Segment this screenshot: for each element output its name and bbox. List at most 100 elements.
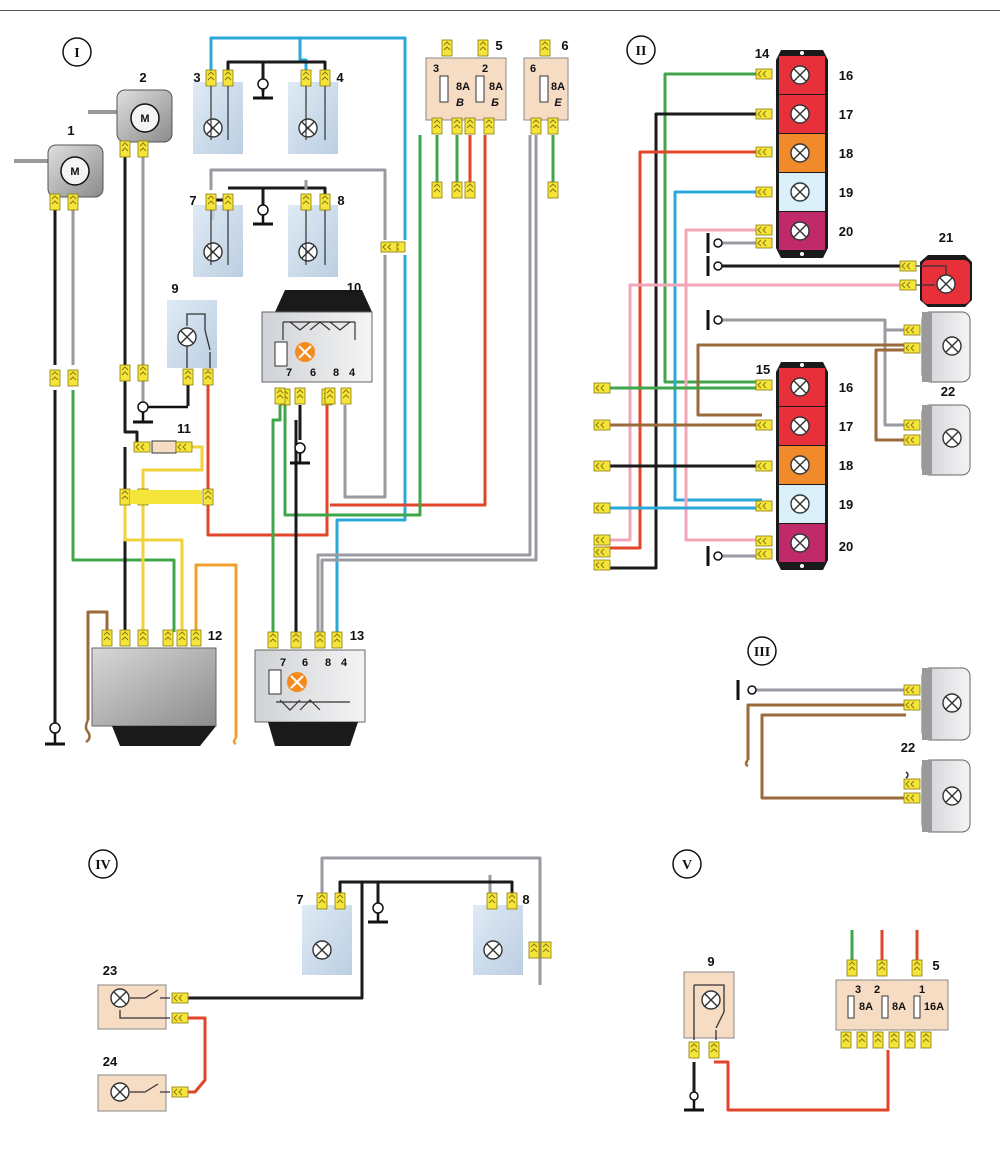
label-9: 9 [171, 281, 178, 296]
lamp-8-iv: 8 [473, 892, 552, 975]
relay-13-pin-6: 6 [302, 657, 308, 669]
ground-top [253, 78, 273, 100]
label-3: 3 [193, 70, 200, 85]
fuse-5-letter-b: Б [491, 97, 499, 109]
relay-13-pin-4: 4 [341, 657, 348, 669]
section-label-5: V [682, 858, 692, 873]
lamp-22-c [903, 667, 971, 741]
lamp-21: 21 [899, 230, 972, 307]
fuse-box-5-v: 3 2 1 8A 8A 16A 5 [835, 958, 949, 1049]
fuse-5-rating-b: 8A [489, 81, 503, 93]
label-6: 6 [561, 38, 568, 53]
section-5: V 9 3 2 1 8A 8A 16A [672, 849, 949, 1112]
label-8-iv: 8 [522, 892, 529, 907]
section-2: II [593, 35, 972, 571]
section-label-2: II [636, 44, 647, 59]
label-19-a: 19 [839, 185, 853, 200]
switch-9-v: 9 [683, 954, 735, 1112]
ground-mid [253, 204, 273, 226]
lamp-7-iv: 7 [296, 892, 352, 975]
lamp-4: 4 [288, 69, 344, 154]
label-17-a: 17 [839, 107, 853, 122]
section-badge-5 [672, 849, 702, 879]
fuse-5-pin-3: 3 [433, 63, 439, 75]
relay-10-pin-6: 6 [310, 367, 316, 379]
label-13: 13 [350, 628, 364, 643]
relay-10-pin-8: 8 [333, 367, 339, 379]
fuse-v-pin-1: 1 [919, 984, 925, 996]
relay-10: 7 6 8 4 10 [261, 280, 373, 465]
switch-9: 9 [133, 281, 217, 424]
top-rule [0, 10, 1000, 11]
motor-1: M 1 [14, 123, 104, 211]
label-16-b: 16 [839, 380, 853, 395]
label-22-b: 22 [901, 740, 915, 755]
fuse-box-6: 6 8A Е 6 [523, 38, 569, 135]
ground-iv [368, 902, 388, 924]
label-21: 21 [939, 230, 953, 245]
label-2: 2 [139, 70, 146, 85]
label-7: 7 [189, 193, 196, 208]
section-3: III 22 [736, 636, 971, 833]
fuse-5-pin-2: 2 [482, 63, 488, 75]
fuse-box-5: 3 2 8A 8A В Б 5 [425, 38, 507, 135]
switch-24: 24 [97, 1054, 189, 1112]
section-badge-2 [626, 35, 656, 65]
label-19-b: 19 [839, 497, 853, 512]
section-1: I [14, 36, 569, 746]
label-12: 12 [208, 628, 222, 643]
label-11: 11 [177, 421, 191, 436]
lamp-22-a [903, 311, 971, 383]
label-18-a: 18 [839, 146, 853, 161]
label-5: 5 [495, 38, 502, 53]
label-7-iv: 7 [296, 892, 303, 907]
fuse-11: 11 [133, 421, 193, 454]
label-24: 24 [103, 1054, 118, 1069]
label-15: 15 [756, 362, 770, 377]
harness-ends-section-2 [593, 382, 611, 571]
lamp-3: 3 [193, 69, 243, 154]
tail-light-15: 15 16 17 18 19 20 [755, 362, 853, 570]
section-label-1: I [74, 46, 79, 61]
motor-2: M 2 [88, 70, 173, 158]
fuse-v-rating-a: 8A [859, 1001, 873, 1013]
fuse-v-rating-b: 8A [892, 1001, 906, 1013]
fuse-v-pin-2: 2 [874, 984, 880, 996]
wires-section-1 [53, 36, 555, 738]
lamp-22-d: 22 [901, 740, 971, 833]
section-badge-4 [88, 849, 118, 879]
label-5-v: 5 [932, 958, 939, 973]
switch-23: 23 [97, 963, 189, 1030]
label-20-a: 20 [839, 224, 853, 239]
relay-10-pin-7: 7 [286, 367, 292, 379]
label-22-a: 22 [941, 384, 955, 399]
wires-section-2 [600, 72, 906, 570]
relay-13-pin-8: 8 [325, 657, 331, 669]
module-12: 12 [45, 628, 237, 746]
label-23: 23 [103, 963, 117, 978]
section-label-4: IV [95, 858, 111, 873]
label-18-b: 18 [839, 458, 853, 473]
fuse-6-pin: 6 [530, 63, 536, 75]
relay-13-pin-7: 7 [280, 657, 286, 669]
label-17-b: 17 [839, 419, 853, 434]
relay-10-pin-4: 4 [349, 367, 356, 379]
section-4: IV 7 8 23 [88, 849, 552, 1112]
label-4: 4 [336, 70, 344, 85]
section-badge-1 [62, 37, 92, 67]
lamp-8: 8 [288, 193, 345, 277]
motor-2-letter: M [140, 113, 149, 125]
label-14: 14 [755, 46, 770, 61]
grounds-section-2 [706, 233, 723, 566]
relay-13: 7 6 8 4 13 [254, 628, 366, 746]
label-20-b: 20 [839, 539, 853, 554]
label-10: 10 [347, 280, 361, 295]
fuse-6-rating: 8A [551, 81, 565, 93]
section-label-3: III [754, 645, 770, 660]
connector-blocks-1 [49, 181, 559, 506]
lamp-7: 7 [189, 193, 243, 277]
section-badge-3 [747, 636, 777, 666]
fuse-v-pin-3: 3 [855, 984, 861, 996]
motor-1-letter: M [70, 166, 79, 178]
